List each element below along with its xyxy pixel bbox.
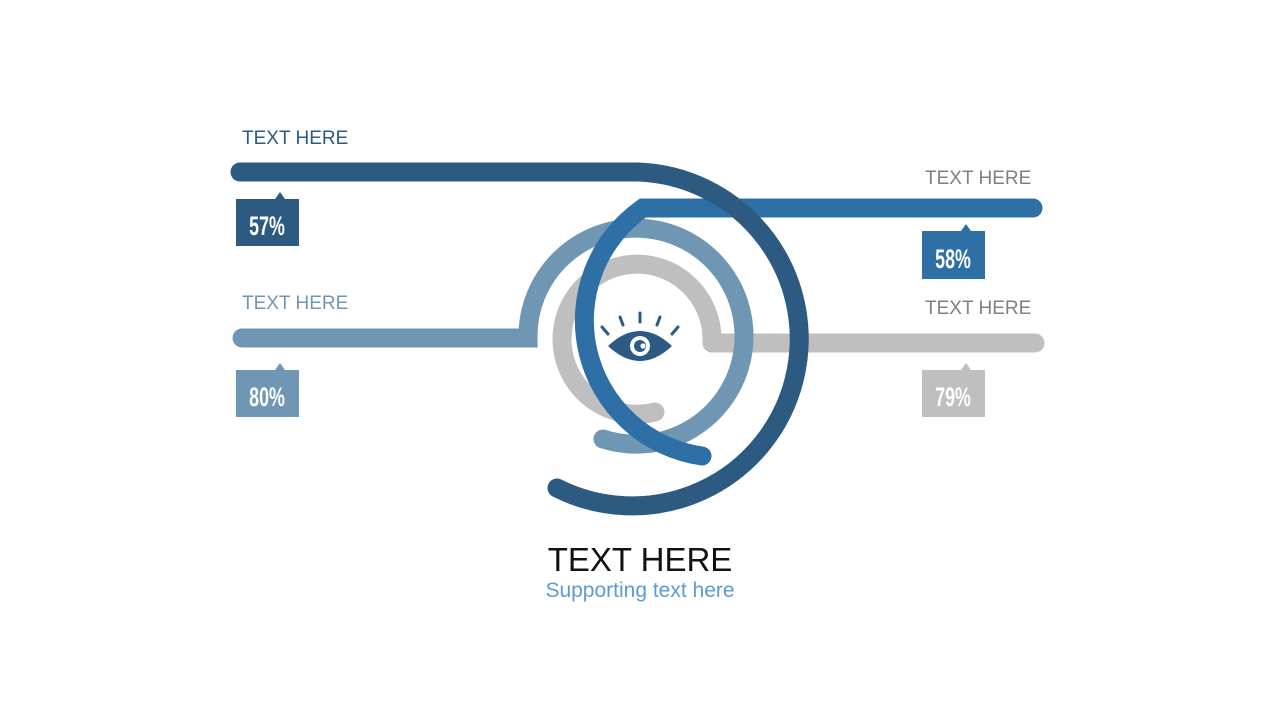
badge-79: 79% xyxy=(922,363,985,417)
track-steel xyxy=(232,218,754,454)
percent-58: 58% xyxy=(935,243,971,274)
percent-57: 57% xyxy=(249,210,285,241)
label-80: TEXT HERE xyxy=(242,293,349,314)
badge-58: 58% xyxy=(922,224,985,279)
main-title: TEXT HERE xyxy=(547,541,733,578)
supporting-text: Supporting text here xyxy=(545,579,735,602)
badge-57: 57% xyxy=(236,192,299,246)
badge-80: 80% xyxy=(236,363,299,417)
track-navy xyxy=(230,162,809,516)
label-79: TEXT HERE xyxy=(925,298,1032,319)
percent-80: 80% xyxy=(249,381,285,412)
percent-79: 79% xyxy=(935,381,971,412)
eye-icon xyxy=(600,311,680,361)
track-blue xyxy=(574,198,1043,466)
label-57: TEXT HERE xyxy=(242,128,349,149)
label-58: TEXT HERE xyxy=(925,168,1032,189)
